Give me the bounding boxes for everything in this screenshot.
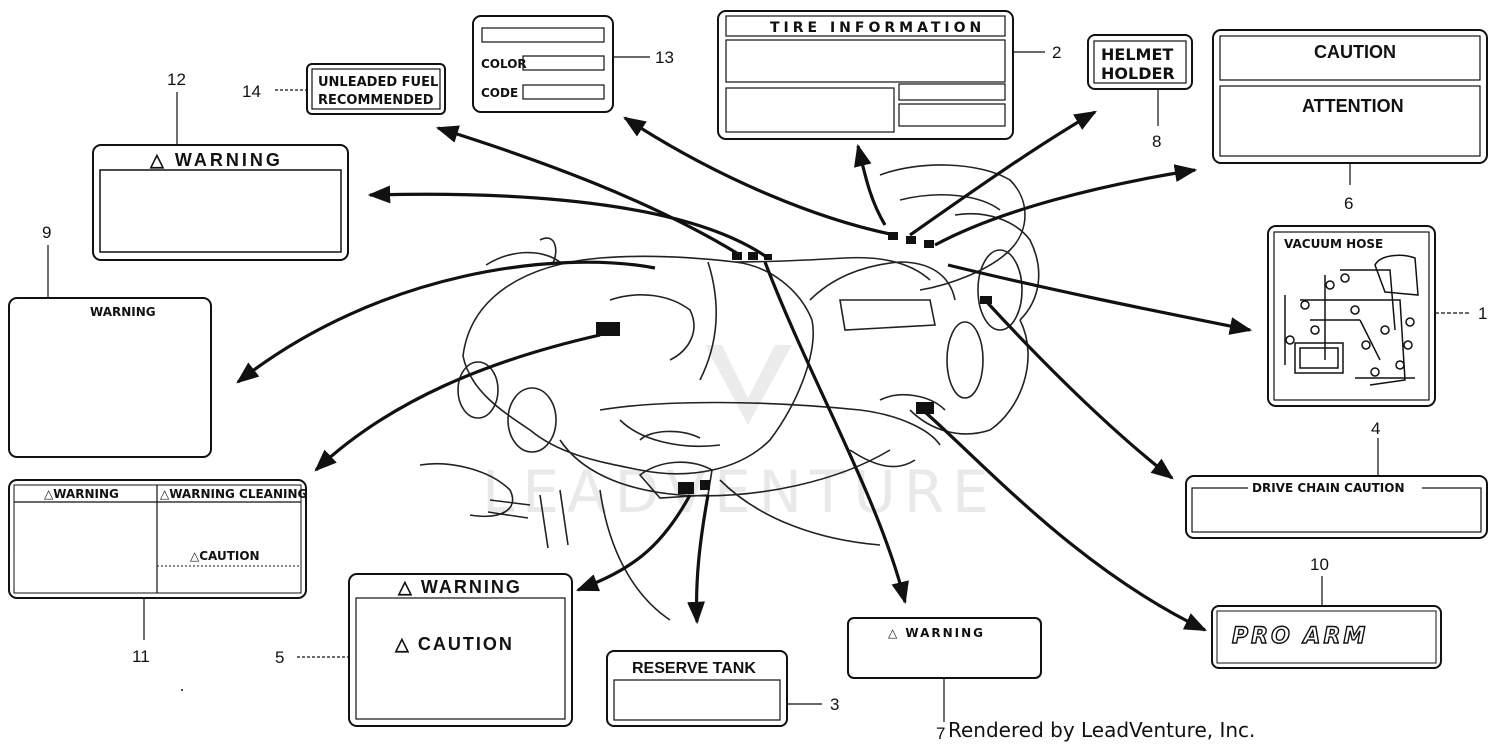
callout-1: 1 xyxy=(1478,304,1487,323)
label-14-line1: UNLEADED FUEL xyxy=(318,75,438,90)
callout-9: 9 xyxy=(42,223,51,242)
label-4-drive-chain-caution: DRIVE CHAIN CAUTION 4 xyxy=(1185,419,1488,539)
watermark-text: LEADVENTURE xyxy=(482,458,997,526)
label-11-warning-cleaning: △WARNING CLEANING xyxy=(160,487,307,501)
label-2-tire-information: TIRE INFORMATION 2 xyxy=(717,10,1061,140)
label-5-caution: △ CAUTION xyxy=(394,634,514,654)
label-13-code: CODE xyxy=(481,86,518,100)
callout-2: 2 xyxy=(1052,43,1061,62)
credit-text: Rendered by LeadVenture, Inc. xyxy=(948,718,1256,742)
label-1-title: VACUUM HOSE xyxy=(1284,237,1383,251)
callout-5: 5 xyxy=(275,648,284,667)
label-11-warning: △WARNING xyxy=(44,487,119,501)
label-14-unleaded-fuel: UNLEADED FUEL RECOMMENDED 14 xyxy=(242,63,446,115)
label-11-caution: △CAUTION xyxy=(190,549,260,563)
label-11-warning-panel: △WARNING △WARNING CLEANING △CAUTION 11 xyxy=(8,479,307,666)
callout-8: 8 xyxy=(1152,132,1161,151)
callout-4: 4 xyxy=(1371,419,1380,438)
label-14-line2: RECOMMENDED xyxy=(318,93,434,108)
label-8-line2: HOLDER xyxy=(1101,64,1175,83)
label-5-warning: △ WARNING xyxy=(397,577,522,597)
leader-arrows xyxy=(236,110,1253,632)
label-12-warning: △ WARNING 12 xyxy=(92,70,349,261)
label-3-reserve-tank: RESERVE TANK 3 xyxy=(606,650,839,727)
decal-markers xyxy=(596,232,992,494)
callout-3: 3 xyxy=(830,695,839,714)
label-12-text: △ WARNING xyxy=(149,150,283,170)
label-7-warning: △ WARNING 7 xyxy=(847,617,1042,743)
label-1-vacuum-hose: VACUUM HOSE 1 xyxy=(1267,225,1487,407)
label-7-text: △ WARNING xyxy=(888,626,985,640)
callout-12: 12 xyxy=(167,70,186,89)
callout-10: 10 xyxy=(1310,555,1329,574)
label-13-color-code: COLOR CODE 13 xyxy=(472,15,674,113)
vacuum-hose-schematic xyxy=(1284,254,1419,386)
watermark: LEADVENTURE xyxy=(482,345,997,526)
label-8-helmet-holder: HELMET HOLDER 8 xyxy=(1087,34,1193,151)
watermark-logo xyxy=(705,345,792,425)
label-4-title: DRIVE CHAIN CAUTION xyxy=(1252,481,1405,495)
callout-13: 13 xyxy=(655,48,674,67)
label-6-caution-attention: CAUTION ATTENTION 6 xyxy=(1212,29,1488,213)
callout-14: 14 xyxy=(242,82,261,101)
label-9-warning: WARNING 9 xyxy=(8,223,212,458)
label-13-color: COLOR xyxy=(481,57,527,71)
label-10-pro-arm: PRO ARM 10 xyxy=(1211,555,1442,669)
stray-dot xyxy=(181,689,183,691)
label-6-attention: ATTENTION xyxy=(1302,96,1404,116)
label-2-title: TIRE INFORMATION xyxy=(770,20,985,36)
label-6-caution: CAUTION xyxy=(1314,42,1396,62)
callout-11: 11 xyxy=(132,647,150,666)
label-3-title: RESERVE TANK xyxy=(632,660,756,677)
label-8-line1: HELMET xyxy=(1101,45,1173,64)
motorcycle-illustration xyxy=(419,164,1040,621)
label-10-text: PRO ARM xyxy=(1232,624,1368,649)
label-5-warning-caution: △ WARNING △ CAUTION 5 xyxy=(275,573,573,727)
callout-6: 6 xyxy=(1344,194,1353,213)
label-9-text: WARNING xyxy=(90,305,156,319)
callout-7: 7 xyxy=(936,724,945,743)
